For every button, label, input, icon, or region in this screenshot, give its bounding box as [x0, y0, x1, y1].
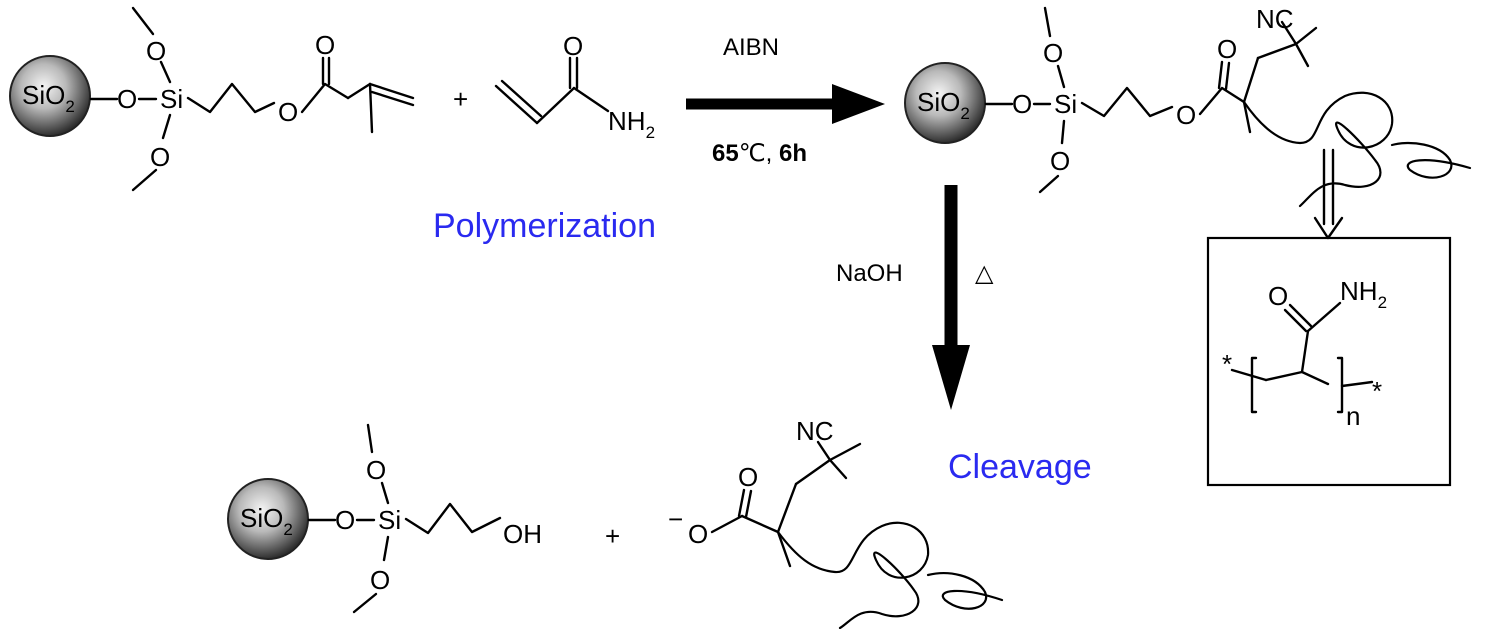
silicon-label: Si: [1054, 89, 1077, 119]
hydroxyl-label: OH: [503, 519, 542, 549]
product-silica-propanol: SiO2 O Si O O OH: [227, 423, 542, 614]
polymer-chain: [776, 521, 1004, 629]
negative-charge: −: [668, 504, 683, 534]
oxygen-label: O: [150, 142, 170, 172]
reactant-silica-methacrylate: SiO2 O Si O O O O: [9, 6, 415, 192]
plus-sign: +: [605, 521, 620, 551]
silica-label: SiO2: [240, 503, 293, 539]
step-label-polymerization: Polymerization: [433, 207, 656, 245]
reagent-naoh: NaOH: [836, 260, 903, 287]
nitrile-label: NC: [796, 416, 834, 446]
silicon-label: Si: [160, 84, 183, 114]
oxygen-label: O: [1050, 146, 1070, 176]
oxygen-label: O: [315, 30, 335, 60]
product-carboxylate-polymer: − O O NC: [668, 416, 1004, 629]
reagent-aibn: AIBN: [723, 34, 779, 61]
plus-sign: +: [453, 84, 468, 114]
oxygen-label: O: [1043, 38, 1063, 68]
oxygen-label: O: [146, 36, 166, 66]
reactant-acrylamide: O NH2: [494, 31, 655, 142]
product-silica-polyacrylamide: SiO2 O Si O O O O NC: [904, 4, 1472, 208]
silica-particle: [904, 62, 986, 144]
oxygen-label: O: [1176, 100, 1196, 130]
amine-label: NH2: [608, 106, 655, 142]
oxygen-label: O: [335, 505, 355, 535]
oxygen-label: O: [738, 462, 758, 492]
end-group-star: *: [1372, 376, 1382, 406]
end-group-star: *: [1222, 349, 1232, 379]
oxygen-label: O: [278, 97, 298, 127]
repeat-unit-box: * * O NH2 n: [1206, 236, 1452, 487]
polymerization-arrow: AIBN 65℃, 6h: [686, 34, 885, 167]
repeat-unit-pointer: [1313, 148, 1344, 240]
nitrile-label: NC: [1256, 4, 1294, 34]
repeat-count-n: n: [1346, 401, 1360, 431]
reaction-conditions: 65℃, 6h: [712, 140, 807, 167]
silica-label: SiO2: [22, 80, 75, 116]
silica-particle: [227, 478, 309, 560]
polymer-chain: [1242, 91, 1472, 208]
step-label-cleavage: Cleavage: [948, 448, 1092, 486]
amine-label: NH2: [1340, 276, 1387, 312]
oxygen-label: O: [1012, 89, 1032, 119]
oxygen-label: O: [688, 519, 708, 549]
silica-label: SiO2: [917, 87, 970, 123]
oxygen-label: O: [117, 84, 137, 114]
heat-symbol: △: [975, 260, 994, 287]
cleavage-arrow: NaOH △: [836, 185, 994, 410]
oxygen-label: O: [366, 455, 386, 485]
oxygen-label: O: [1217, 34, 1237, 64]
oxygen-label: O: [563, 31, 583, 61]
oxygen-label: O: [370, 565, 390, 595]
oxygen-label: O: [1268, 281, 1288, 311]
silica-particle: [9, 55, 91, 137]
silicon-label: Si: [378, 505, 401, 535]
